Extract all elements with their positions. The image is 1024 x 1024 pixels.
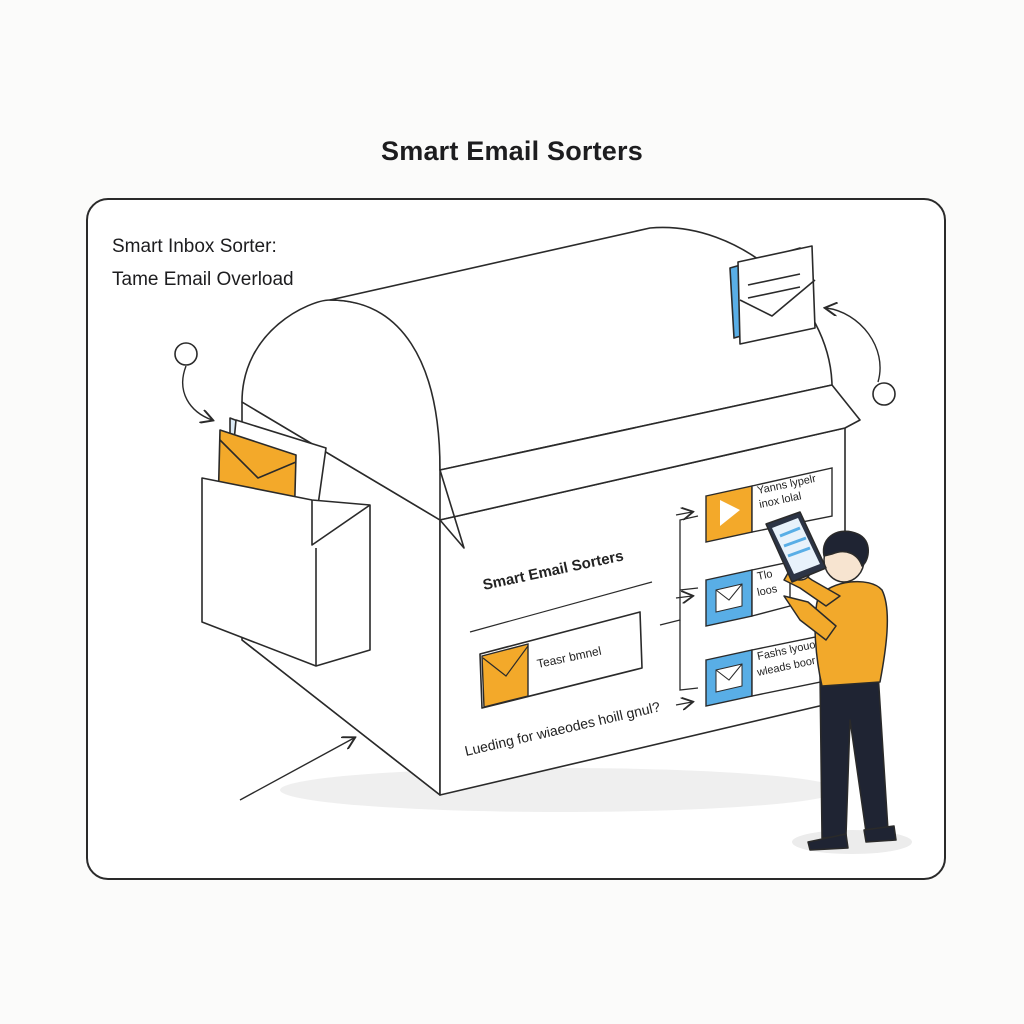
card-heading-line2: Tame Email Overload (112, 269, 294, 290)
card-heading: Smart Inbox Sorter: Tame Email Overload (112, 230, 294, 296)
card-heading-line1: Smart Inbox Sorter: (112, 236, 277, 257)
mail-icon (715, 583, 743, 613)
person-figure (765, 511, 912, 854)
side-pocket (201, 417, 371, 667)
sorting-connectors (659, 512, 699, 705)
sort-item-2-line1: Tlo (756, 568, 773, 583)
sort-input-field[interactable]: Teasr bmnel (479, 611, 643, 709)
incoming-arrow (239, 738, 354, 801)
left-curved-arrow (182, 365, 212, 420)
left-node-circle (174, 342, 198, 366)
roof-envelope-icon (729, 245, 816, 345)
right-node-circle (872, 382, 896, 406)
play-icon (720, 500, 740, 526)
sort-item-2[interactable]: Tlo loos (705, 561, 791, 627)
right-curved-arrow (826, 308, 881, 383)
page-title: Smart Email Sorters (381, 136, 643, 166)
mail-icon (715, 663, 743, 693)
ground-shadow (280, 768, 840, 812)
phone-icon (765, 511, 827, 583)
sort-item-2-line2: loos (756, 583, 779, 599)
sort-item-3[interactable]: Fashs lyouo wleads boor (705, 633, 831, 707)
